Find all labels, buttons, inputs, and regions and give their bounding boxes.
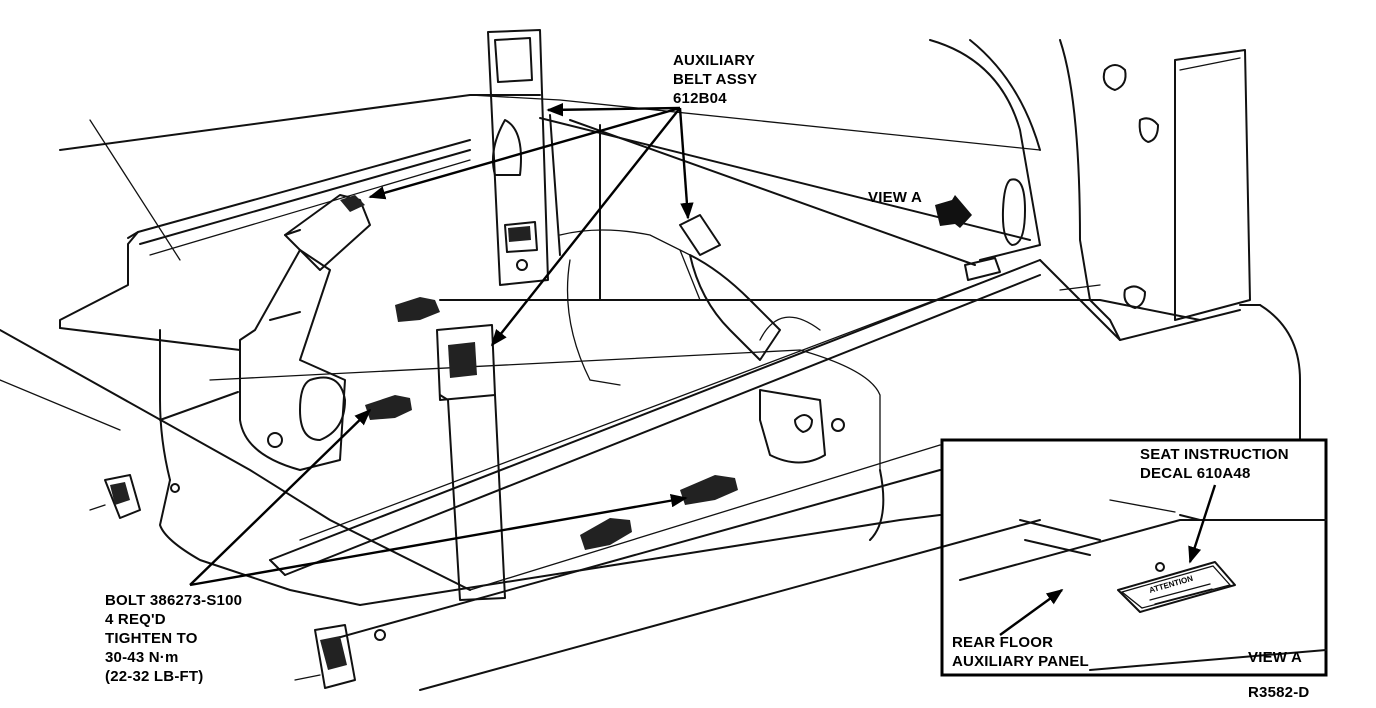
decal-attention-text: ATTENTION (1148, 574, 1194, 595)
left-clip-bracket (89, 474, 180, 519)
aux-belt-line-2: BELT ASSY (673, 71, 757, 88)
bolt-leaders (189, 408, 688, 587)
aux-belt-line-1: AUXILIARY (673, 52, 755, 69)
upper-belt-stalk (487, 29, 549, 286)
view-a-inset-label: VIEW A (1248, 649, 1302, 666)
seat-decal-line-2: DECAL 610A48 (1140, 465, 1251, 482)
bolt-lower-left (365, 395, 412, 420)
bolt-line-1: BOLT 386273-S100 (105, 592, 242, 609)
left-retractor-belt (239, 194, 371, 471)
right-latch-belt (679, 214, 845, 464)
lower-belt-stalk (436, 324, 506, 601)
bolt-line-2: 4 REQ'D (105, 611, 166, 628)
view-a-direction-arrow (935, 195, 972, 228)
bolt-upper-left (395, 297, 440, 322)
bolt-center (680, 475, 738, 505)
rear-floor-callout: REAR FLOOR AUXILIARY PANEL (952, 634, 1089, 670)
bolt-line-4: 30-43 N·m (105, 649, 179, 666)
view-a-arrow-label: VIEW A (868, 189, 922, 206)
bolt-lower-center (580, 518, 632, 550)
rear-floor-line-2: AUXILIARY PANEL (952, 653, 1089, 670)
seat-instruction-decal: ATTENTION (1117, 561, 1236, 613)
rear-floor-line-1: REAR FLOOR (952, 634, 1053, 651)
aux-belt-leaders (368, 103, 694, 347)
aux-belt-callout: AUXILIARY BELT ASSY 612B04 (673, 52, 757, 107)
bolt-callout: BOLT 386273-S100 4 REQ'D TIGHTEN TO 30-4… (105, 592, 242, 685)
bolt-line-3: TIGHTEN TO (105, 630, 198, 647)
figure-id: R3582-D (1248, 684, 1309, 701)
aux-belt-line-3: 612B04 (673, 90, 727, 107)
seat-decal-callout: SEAT INSTRUCTION DECAL 610A48 (1140, 446, 1289, 482)
bolt-line-5: (22-32 LB-FT) (105, 668, 203, 685)
bottom-clip-bracket (294, 624, 386, 689)
seat-decal-line-1: SEAT INSTRUCTION (1140, 446, 1289, 463)
